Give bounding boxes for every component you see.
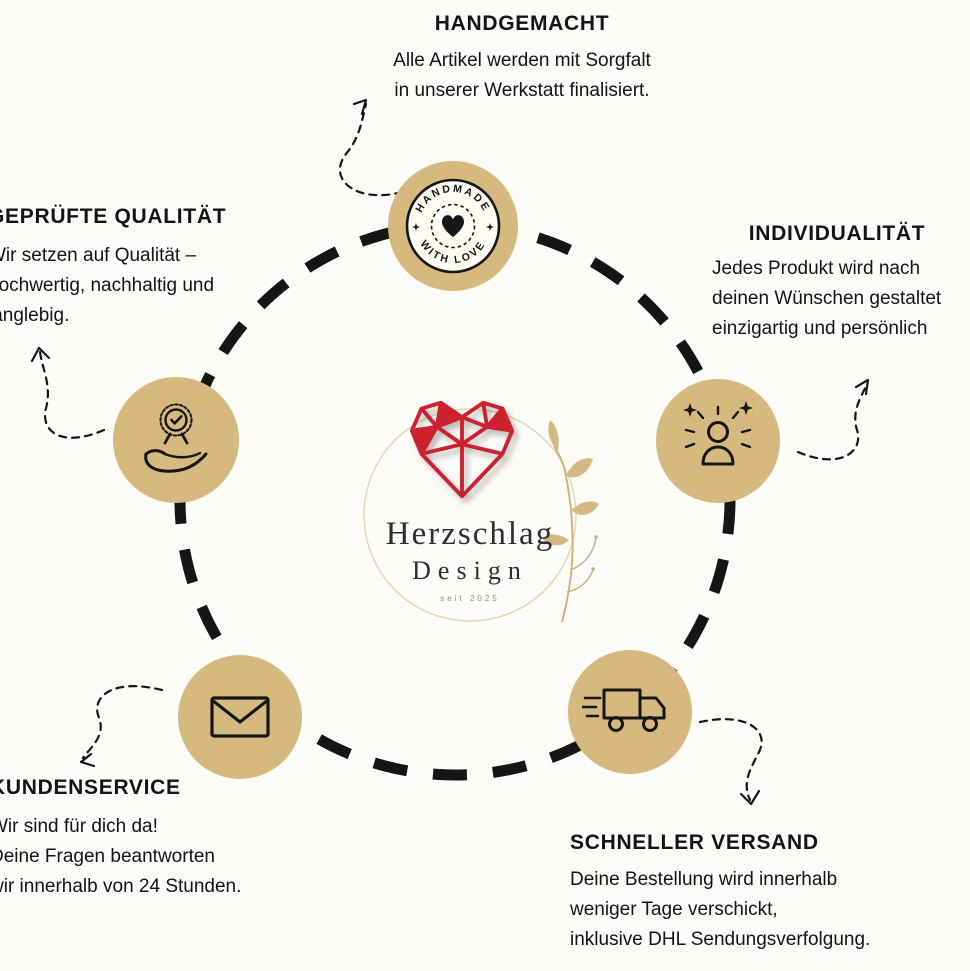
section-text-line: deinen Wünschen gestaltet xyxy=(712,288,942,309)
section-title: HANDGEMACHT xyxy=(434,12,610,35)
section-text-line: Wir setzen auf Qualität – xyxy=(0,245,197,266)
logo-gold-ring-and-branch xyxy=(363,408,599,623)
handmade-with-love-stamp-icon: HANDMADE WITH LOVE xyxy=(405,178,501,274)
brand-name-line1: Herzschlag xyxy=(385,516,555,552)
node-handgemacht: HANDMADE WITH LOVE xyxy=(388,161,518,291)
delivery-truck-icon xyxy=(582,688,666,732)
arrow-to-handgemacht xyxy=(338,98,404,197)
section-text-line: hochwertig, nachhaltig und xyxy=(0,275,215,296)
section-text-line: einzigartig und persönlich xyxy=(712,318,928,339)
hand-with-award-medal-icon xyxy=(144,403,208,473)
arrow-to-versand xyxy=(698,718,763,806)
thin-gold-circle xyxy=(363,408,577,622)
section-title: INDIVIDUALITÄT xyxy=(748,222,926,245)
section-text-line: Deine Fragen beantworten xyxy=(0,846,215,867)
section-title: KUNDENSERVICE xyxy=(0,776,181,799)
section-title: SCHNELLER VERSAND xyxy=(570,831,819,854)
section-text-line: inklusive DHL Sendungsverfolgung. xyxy=(570,929,871,950)
stamp-heart-icon xyxy=(441,215,465,237)
section-qualitaet: GEPRÜFTE QUALITÄT Wir setzen auf Qualitä… xyxy=(0,205,260,331)
person-with-rays-icon xyxy=(683,401,753,466)
brand-name-line2: Design xyxy=(412,556,528,585)
section-individualitaet: INDIVIDUALITÄT Jedes Produkt wird nach d… xyxy=(706,222,968,344)
arrow-to-qualitaet xyxy=(30,346,106,439)
node-qualitaet xyxy=(113,377,239,503)
section-kundenservice: KUNDENSERVICE Wir sind für dich da! Dein… xyxy=(0,776,300,902)
section-handgemacht: HANDGEMACHT Alle Artikel werden mit Sorg… xyxy=(292,12,752,106)
section-text-line: in unserer Werkstatt finalisiert. xyxy=(394,80,650,101)
botanical-branch xyxy=(542,420,599,623)
brand-logo: Herzschlag Design seit 2025 xyxy=(330,380,610,660)
sparkle-left-icon xyxy=(683,403,697,417)
section-text-line: Jedes Produkt wird nach xyxy=(712,258,921,279)
sparkle-right-icon xyxy=(739,401,753,415)
section-versand: SCHNELLER VERSAND Deine Bestellung wird … xyxy=(570,831,940,955)
section-text-line: weniger Tage verschickt, xyxy=(570,899,778,920)
arrow-to-kundenservice xyxy=(79,685,164,768)
section-title: GEPRÜFTE QUALITÄT xyxy=(0,205,227,228)
section-text-line: wir innerhalb von 24 Stunden. xyxy=(0,876,242,897)
stamp-star-right-icon xyxy=(486,223,494,231)
node-versand xyxy=(568,650,692,774)
envelope-icon xyxy=(210,696,270,738)
section-text-line: Deine Bestellung wird innerhalb xyxy=(570,869,838,890)
section-text-line: Alle Artikel werden mit Sorgfalt xyxy=(393,50,651,71)
section-text-line: langlebig. xyxy=(0,305,70,326)
brand-since: seit 2025 xyxy=(440,594,500,603)
node-kundenservice xyxy=(178,655,302,779)
section-text-line: Wir sind für dich da! xyxy=(0,816,158,837)
arrow-to-individualitaet xyxy=(796,378,870,461)
geometric-heart-logo-icon xyxy=(409,400,515,499)
stamp-star-left-icon xyxy=(412,223,420,231)
node-individualitaet xyxy=(656,379,780,503)
